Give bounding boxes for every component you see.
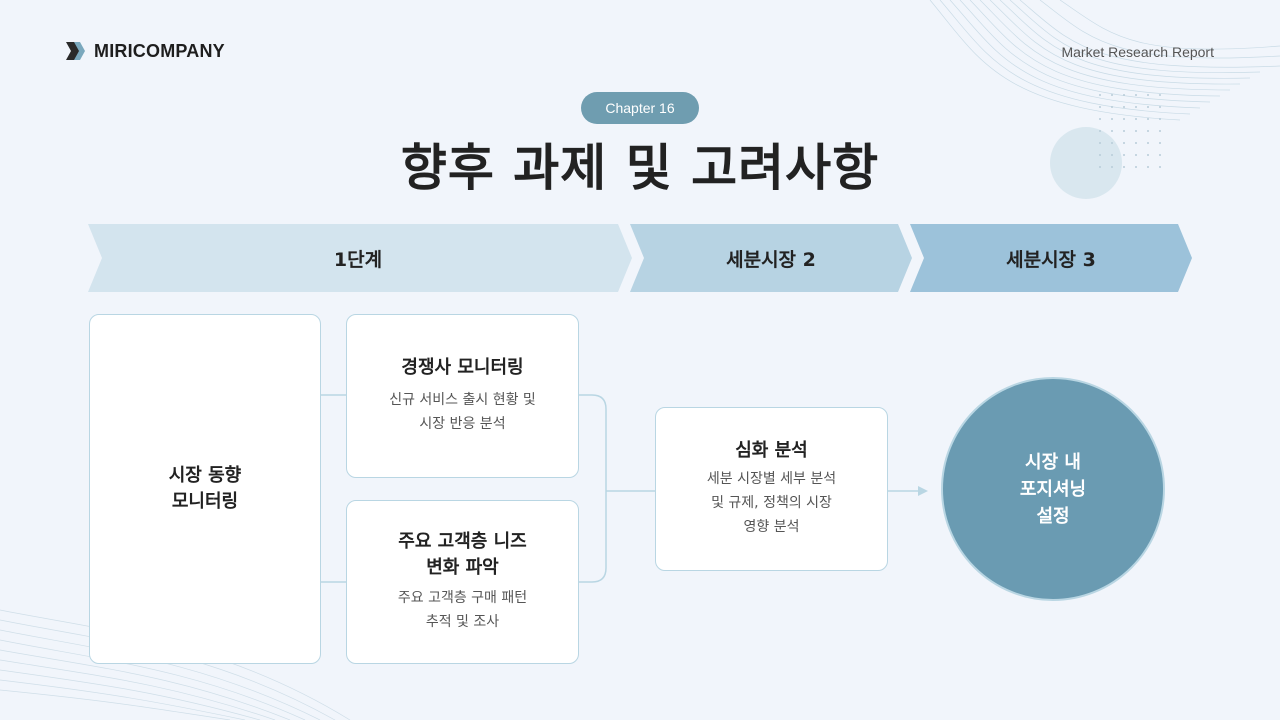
- stage-2-chevron: [630, 224, 912, 292]
- customer-needs-desc: 주요 고객층 구매 패턴 추적 및 조사: [397, 590, 528, 631]
- positioning-circle: 시장 내 포지셔닝 설정: [941, 377, 1165, 601]
- stage-2-label: 세분시장 2: [726, 248, 816, 271]
- report-label: Market Research Report: [1061, 44, 1214, 60]
- deep-analysis-box: 심화 분석 세분 시장별 세부 분석 및 규제, 정책의 시장 영향 분석: [655, 407, 888, 571]
- arrow-head-icon: [918, 486, 928, 496]
- stage-1-label: 1단계: [333, 248, 383, 271]
- stage-1-chevron: [88, 224, 632, 292]
- chapter-badge: Chapter 16: [581, 92, 699, 124]
- brand-mark-icon: [66, 42, 85, 60]
- brand-name: MIRICOMPANY: [94, 40, 225, 61]
- customer-needs-title: 주요 고객층 니즈 변화 파악: [398, 531, 527, 579]
- page-title: 향후 과제 및 고려사항: [400, 139, 880, 197]
- deep-analysis-title: 심화 분석: [735, 440, 808, 462]
- positioning-title: 시장 내 포지셔닝 설정: [1019, 451, 1087, 527]
- stage-3-chevron: [910, 224, 1192, 292]
- market-trend-title: 시장 동향 모니터링: [168, 464, 242, 512]
- market-trend-box: 시장 동향 모니터링: [89, 314, 321, 664]
- competitor-title: 경쟁사 모니터링: [401, 357, 524, 379]
- deep-analysis-desc: 세분 시장별 세부 분석 및 규제, 정책의 시장 영향 분석: [706, 471, 837, 535]
- customer-needs-box: 주요 고객층 니즈 변화 파악 주요 고객층 구매 패턴 추적 및 조사: [346, 500, 579, 664]
- competitor-box: 경쟁사 모니터링 신규 서비스 출시 현황 및 시장 반응 분석: [346, 314, 579, 478]
- stage-chevrons: [88, 224, 1192, 292]
- stage-3-label: 세분시장 3: [1006, 248, 1096, 271]
- brand-logo: MIRICOMPANY: [66, 40, 225, 62]
- competitor-desc: 신규 서비스 출시 현황 및 시장 반응 분석: [389, 392, 536, 433]
